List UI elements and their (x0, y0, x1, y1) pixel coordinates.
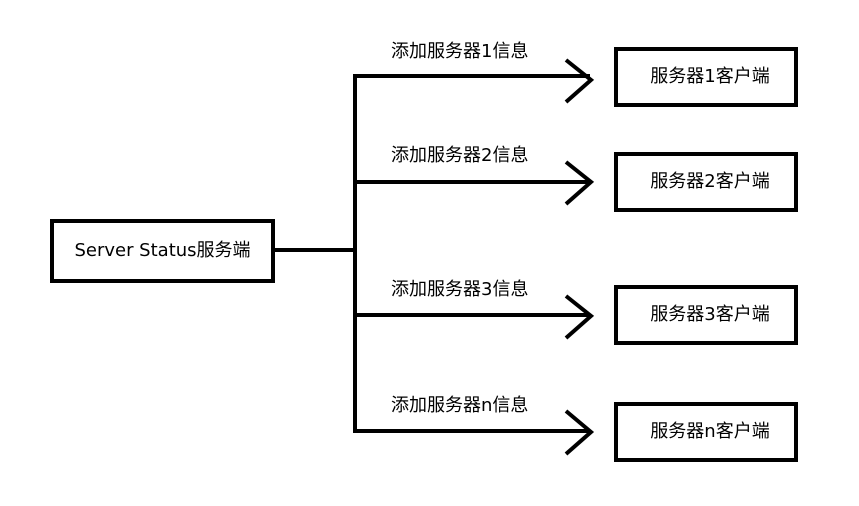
server-node: Server Status服务端 (50, 219, 275, 283)
edge-label-1: 添加服务器1信息 (391, 41, 529, 62)
client-node-2: 服务器2客户端 (614, 152, 798, 212)
edge-label-3: 添加服务器3信息 (391, 279, 529, 300)
client-node-3: 服务器3客户端 (614, 285, 798, 345)
client-node-label: 服务器1客户端 (650, 66, 770, 87)
client-node-label: 服务器n客户端 (650, 421, 770, 442)
edge-label-n: 添加服务器n信息 (391, 395, 529, 416)
server-node-label: Server Status服务端 (74, 240, 251, 261)
client-node-label: 服务器2客户端 (650, 171, 770, 192)
client-node-1: 服务器1客户端 (614, 47, 798, 107)
client-node-label: 服务器3客户端 (650, 304, 770, 325)
client-node-n: 服务器n客户端 (614, 402, 798, 462)
arrowhead-icon (564, 58, 595, 104)
edge-label-2: 添加服务器2信息 (391, 145, 529, 166)
arrowhead-icon (564, 294, 595, 340)
arrowhead-icon (564, 160, 595, 206)
arrowhead-icon (564, 409, 595, 456)
